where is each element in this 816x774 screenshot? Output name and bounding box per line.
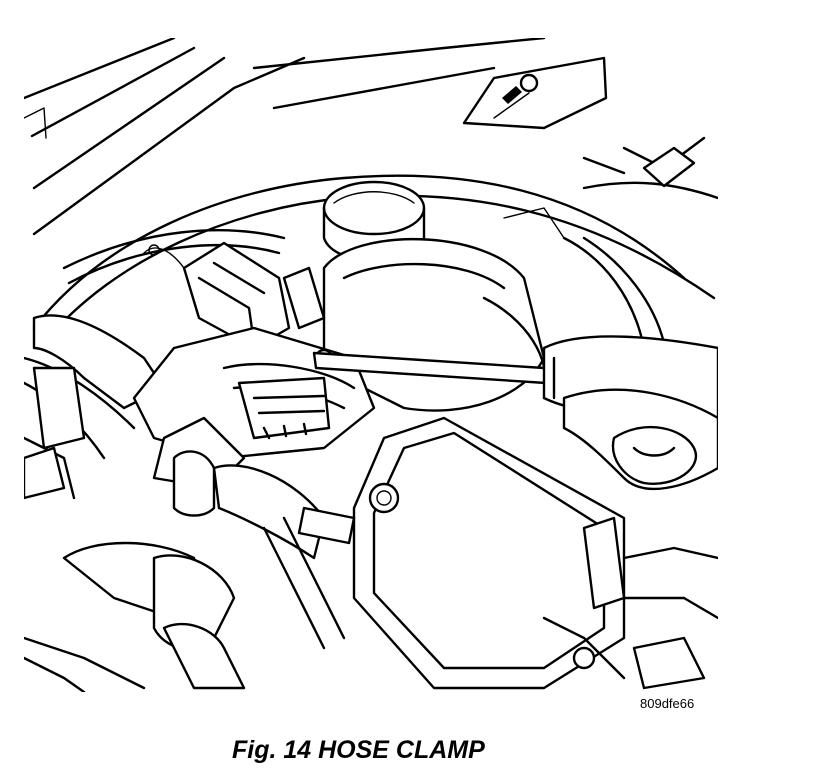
throttle-housing <box>352 416 626 690</box>
left-hoses <box>24 314 166 500</box>
hand <box>562 388 718 491</box>
upper-bolt <box>462 56 608 130</box>
upper-cowl-lines <box>24 38 546 236</box>
lower-hoses <box>24 416 356 692</box>
sensor-connector <box>143 241 326 350</box>
hose-clamp-illustration <box>24 38 718 692</box>
wiring-harness <box>32 136 718 350</box>
figure-reference-code: 809dfe66 <box>640 696 695 711</box>
figure-caption: Fig. 14 HOSE CLAMP <box>232 736 485 764</box>
lower-right-details <box>542 546 718 690</box>
